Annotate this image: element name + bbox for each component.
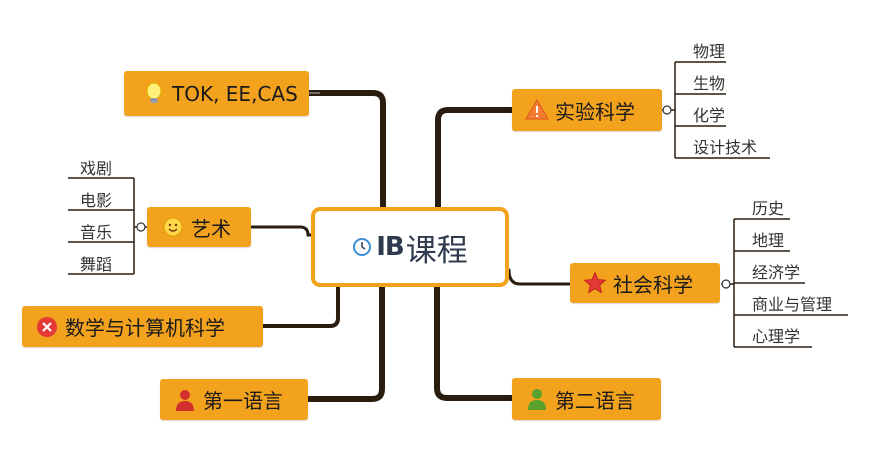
- leaf-drama[interactable]: 戏剧: [80, 159, 113, 178]
- center-prefix: IB: [376, 232, 404, 262]
- node-social-science[interactable]: 社会科学: [570, 263, 720, 303]
- green-person-icon: [525, 387, 549, 411]
- node-label: 数学与计算机科学: [65, 316, 225, 340]
- node-label: 社会科学: [613, 272, 693, 297]
- center-node[interactable]: IB 课程: [311, 207, 509, 287]
- connector-lang1: [304, 284, 385, 402]
- leaf-dance[interactable]: 舞蹈: [80, 255, 113, 274]
- node-math-cs[interactable]: 数学与计算机科学: [22, 306, 263, 347]
- node-label: 第一语言: [203, 389, 283, 413]
- leaf-music[interactable]: 音乐: [80, 223, 113, 242]
- center-label: 课程: [405, 232, 468, 269]
- leaf-geography[interactable]: 地理: [752, 231, 785, 250]
- connector-arts: [248, 225, 313, 237]
- node-label: 第二语言: [555, 388, 635, 413]
- smiley-icon: [161, 215, 185, 239]
- leaf-film[interactable]: 电影: [80, 191, 113, 210]
- connector-tok: [305, 90, 386, 210]
- connector-exp-science: [435, 107, 516, 210]
- connector-math: [260, 285, 340, 328]
- node-label: 实验科学: [555, 99, 635, 124]
- leaf-biology[interactable]: 生物: [693, 74, 726, 93]
- clock-icon: [353, 238, 372, 256]
- node-exp-science[interactable]: 实验科学: [512, 89, 662, 131]
- node-arts[interactable]: 艺术: [147, 207, 251, 247]
- leaf-chemistry[interactable]: 化学: [693, 106, 726, 125]
- node-language-b[interactable]: 第二语言: [512, 378, 661, 420]
- lightbulb-icon: [142, 82, 166, 106]
- star-icon: [583, 271, 607, 295]
- leaf-psychology[interactable]: 心理学: [752, 327, 801, 346]
- connector-lang2: [434, 284, 516, 401]
- node-label: TOK, EE,CAS: [172, 81, 298, 106]
- node-label: 艺术: [191, 216, 231, 241]
- red-person-icon: [173, 388, 197, 412]
- leaf-history[interactable]: 历史: [752, 199, 785, 218]
- leaf-design-tech[interactable]: 设计技术: [693, 138, 758, 157]
- node-language-a[interactable]: 第一语言: [160, 379, 308, 420]
- leaf-economics[interactable]: 经济学: [752, 263, 801, 282]
- node-tok-ee-cas[interactable]: TOK, EE,CAS: [124, 71, 309, 116]
- warning-icon: [525, 98, 549, 122]
- close-circle-icon: [35, 315, 59, 339]
- connector-social: [507, 268, 573, 286]
- leaf-business[interactable]: 商业与管理: [752, 295, 833, 314]
- leaf-physics[interactable]: 物理: [693, 42, 726, 61]
